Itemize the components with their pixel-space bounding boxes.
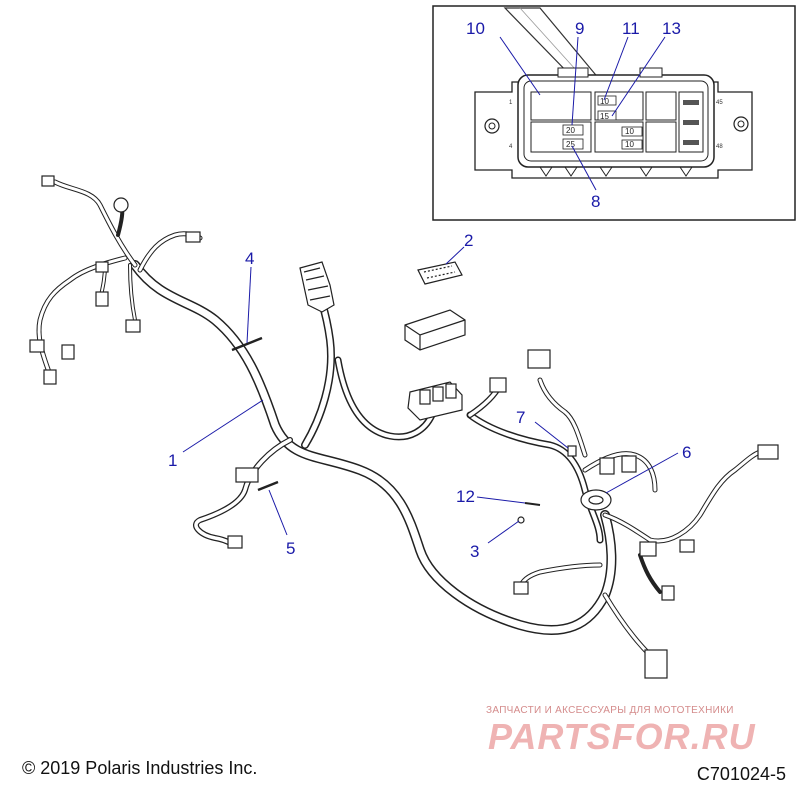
pin-label-48: 48 (716, 144, 723, 150)
watermark-logo: PARTSFOR.RU (488, 716, 756, 757)
fuse-label-25: 25 (566, 140, 575, 149)
callout-11: 11 (622, 19, 640, 38)
callout-1: 1 (168, 451, 177, 470)
callout-8: 8 (591, 192, 600, 211)
callout-4: 4 (245, 249, 254, 268)
fuse-label-20: 20 (566, 126, 575, 135)
callout-6: 6 (682, 443, 691, 462)
fuse-label-10b: 10 (625, 127, 634, 136)
callout-leaders (182, 246, 679, 544)
callout-5: 5 (286, 539, 295, 558)
pin-label-45: 45 (716, 100, 723, 106)
callout-7: 7 (516, 408, 525, 427)
callout-10: 10 (466, 19, 485, 38)
callout-3: 3 (470, 542, 479, 561)
drawing-number: C701024-5 (696, 764, 786, 784)
pin-label-4: 4 (509, 144, 513, 150)
fuse-box-inset: 10 15 20 25 10 10 1 4 45 48 10 9 11 13 8 (432, 5, 796, 221)
fuse-label-15a: 15 (600, 112, 609, 121)
callout-9: 9 (575, 19, 584, 38)
copyright-text: © 2019 Polaris Industries Inc. (22, 758, 258, 778)
fuse-label-10c: 10 (625, 140, 634, 149)
pin-label-1: 1 (509, 100, 513, 106)
watermark-tagline: ЗАПЧАСТИ И АКСЕССУАРЫ ДЛЯ МОТОТЕХНИКИ (486, 705, 734, 716)
callout-12: 12 (456, 487, 475, 506)
components (29, 175, 779, 679)
fuse-label-10a: 10 (600, 97, 609, 106)
callout-13: 13 (662, 19, 681, 38)
callout-2: 2 (464, 231, 473, 250)
main-harness (36, 179, 763, 658)
